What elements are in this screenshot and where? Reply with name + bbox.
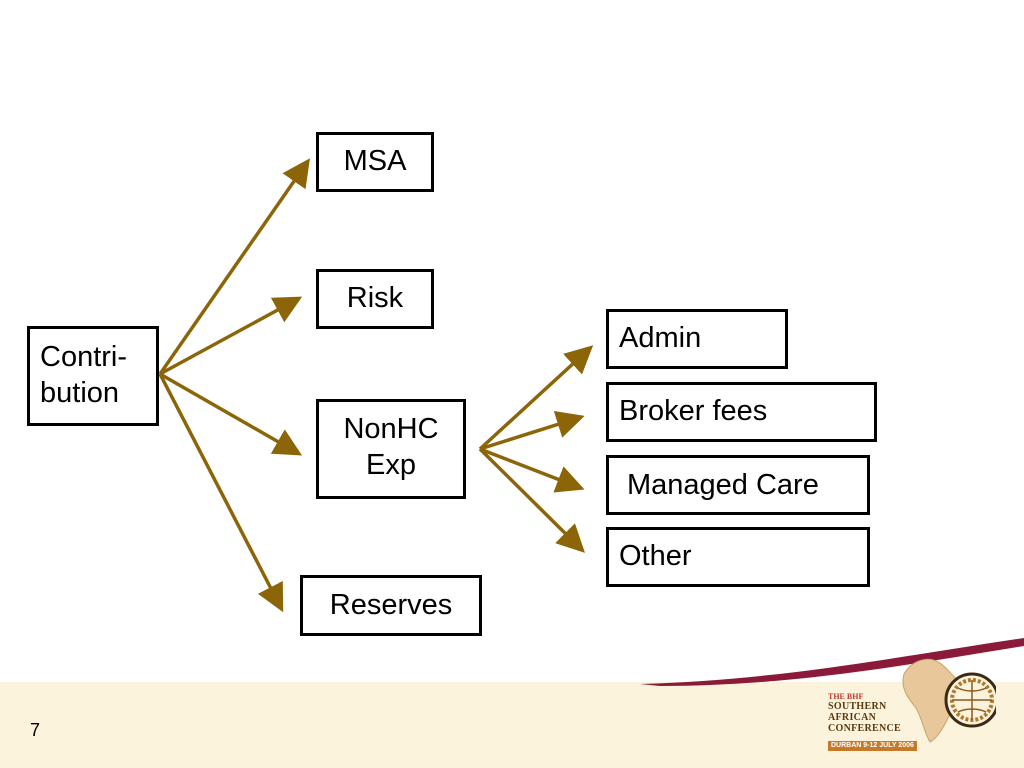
node-contribution-line-1: Contri- (40, 341, 128, 373)
node-reserves-label: Reserves (329, 589, 453, 621)
arrow-root-to-reserves (158, 373, 284, 613)
node-msa: MSA (316, 132, 434, 192)
arrow-nonhc-to-broker (479, 410, 585, 451)
node-nonhc-line-2: Exp (366, 449, 416, 481)
footer-background (0, 682, 1024, 768)
node-risk: Risk (316, 269, 434, 329)
arrow-nonhc-to-managed (479, 447, 585, 493)
node-contribution-line-2: bution (40, 377, 120, 409)
logo-text: THE BHF SOUTHERN AFRICAN CONFERENCE DURB… (828, 692, 928, 752)
node-contribution: Contri- bution (27, 326, 159, 426)
node-broker-fees: Broker fees (606, 382, 877, 442)
logo-line-4: CONFERENCE (828, 723, 902, 734)
node-risk-label: Risk (346, 282, 404, 314)
node-broker-label: Broker fees (619, 395, 768, 427)
logo-line-3: AFRICAN (828, 712, 877, 723)
logo-line-5: DURBAN 9-12 JULY 2006 (828, 741, 917, 751)
node-admin: Admin (606, 309, 788, 369)
node-reserves: Reserves (300, 575, 482, 636)
conference-logo: THE BHF SOUTHERN AFRICAN CONFERENCE DURB… (828, 652, 998, 752)
arrow-root-to-risk (159, 296, 303, 376)
node-other-label: Other (619, 540, 692, 572)
logo-line-1: THE BHF (828, 692, 864, 701)
arrow-root-to-nonhc (159, 372, 303, 456)
node-admin-label: Admin (619, 322, 702, 354)
node-managed-label: Managed Care (627, 469, 819, 501)
node-nonhc-exp: NonHC Exp (316, 399, 466, 499)
node-msa-label: MSA (343, 145, 407, 177)
arrow-root-to-msa (158, 158, 310, 375)
arrow-nonhc-to-admin (478, 345, 594, 451)
node-nonhc-line-1: NonHC (343, 413, 439, 445)
logo-line-2: SOUTHERN (828, 701, 887, 712)
footer-band (0, 638, 1024, 768)
africa-globe-emblem-icon (902, 658, 996, 743)
node-managed-care: Managed Care (606, 455, 870, 515)
page-number: 7 (30, 720, 41, 740)
node-other: Other (606, 527, 870, 587)
arrow-nonhc-to-other (478, 447, 585, 553)
